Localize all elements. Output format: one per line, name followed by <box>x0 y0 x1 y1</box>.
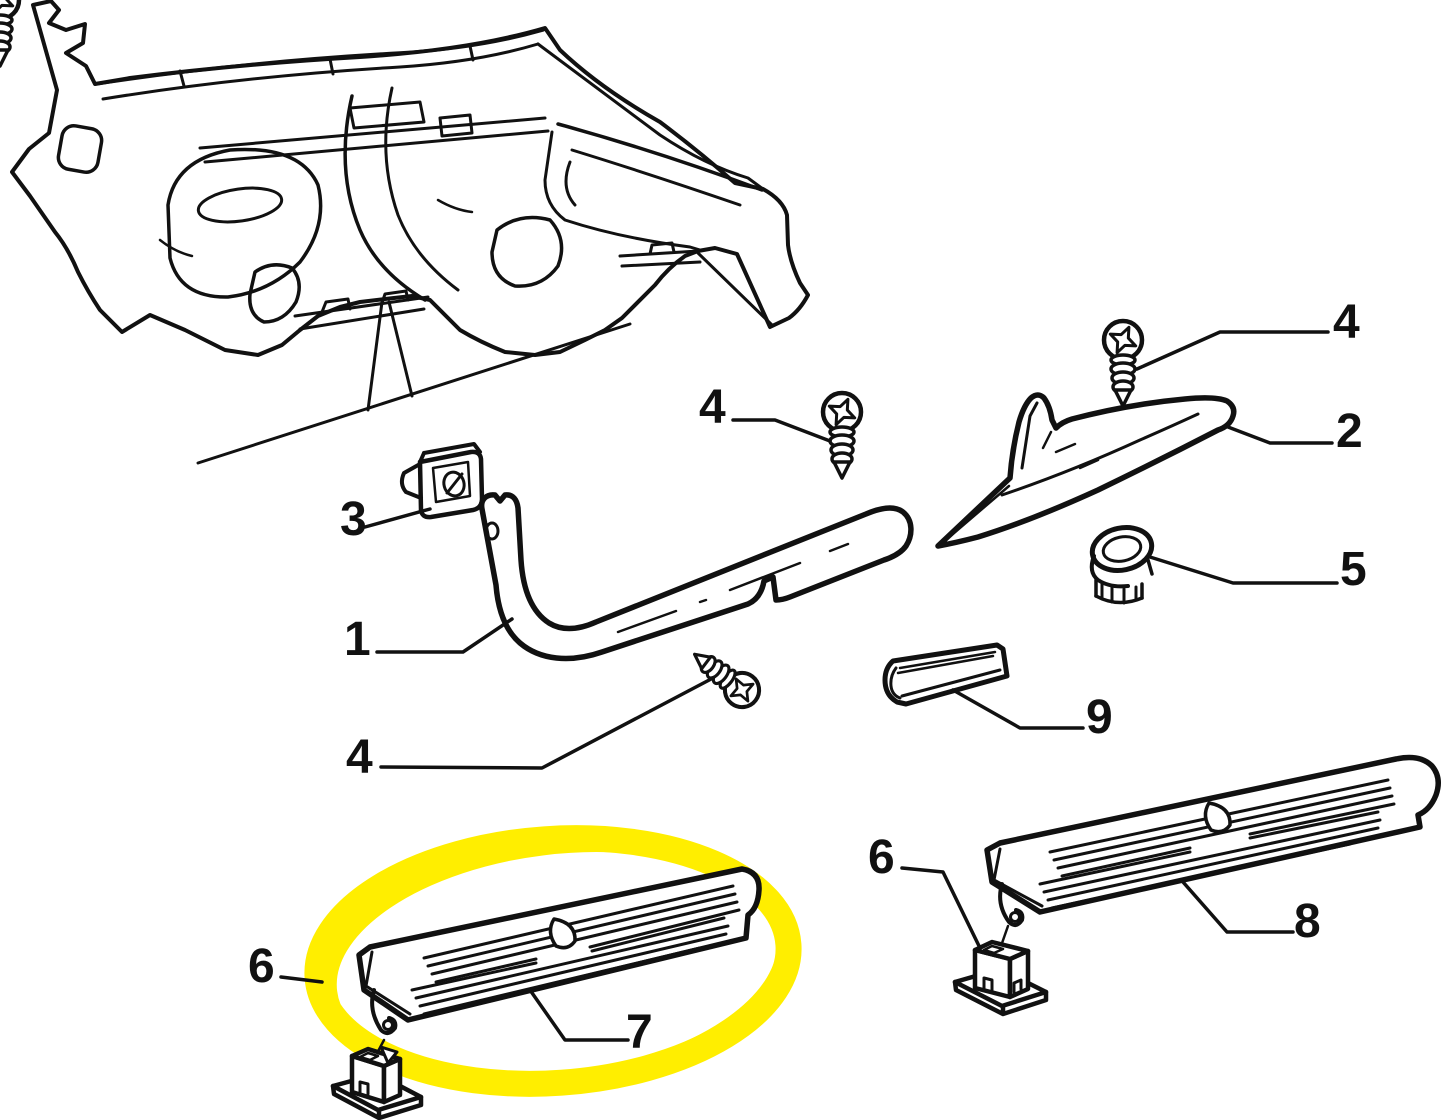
part-3-clip <box>399 442 485 520</box>
callout-leader-lines <box>279 330 1339 1042</box>
part-6-clip-left <box>330 1045 424 1120</box>
carpet-leader-lines <box>196 251 774 465</box>
screw-diagonal <box>684 641 766 714</box>
floor-carpet-illustration <box>10 0 810 357</box>
part-8-scuff-plate <box>984 754 1441 948</box>
part-6-clip-right <box>952 939 1049 1017</box>
part-label-4-middle[interactable]: 4 <box>699 381 726 434</box>
screw-symbols <box>0 0 22 68</box>
part-label-1[interactable]: 1 <box>344 613 371 666</box>
highlight-ellipse-part-7 <box>304 825 802 1097</box>
part-label-7[interactable]: 7 <box>626 1006 653 1059</box>
callout-labels: 1 2 3 4 4 4 5 6 6 7 8 9 <box>248 296 1367 1059</box>
part-1-sill-trim <box>478 492 914 662</box>
part-label-5[interactable]: 5 <box>1340 543 1367 596</box>
screw-icon <box>0 0 22 68</box>
part-label-4-right[interactable]: 4 <box>1333 296 1360 349</box>
part-9-channel-strip <box>882 642 1010 707</box>
part-5-grommet-clip <box>1089 525 1155 605</box>
part-2-end-trim <box>935 392 1237 549</box>
part-label-8[interactable]: 8 <box>1294 895 1321 948</box>
part-label-2[interactable]: 2 <box>1336 405 1363 458</box>
part-label-6-right[interactable]: 6 <box>868 831 895 884</box>
screw-middle <box>823 393 861 478</box>
part-label-3[interactable]: 3 <box>340 493 367 546</box>
part-label-6-left[interactable]: 6 <box>248 940 275 993</box>
screw-top-right <box>1104 321 1142 406</box>
part-label-9[interactable]: 9 <box>1086 691 1113 744</box>
part-7-scuff-plate-highlighted <box>356 866 762 1059</box>
part-label-4-bottom[interactable]: 4 <box>346 731 373 784</box>
